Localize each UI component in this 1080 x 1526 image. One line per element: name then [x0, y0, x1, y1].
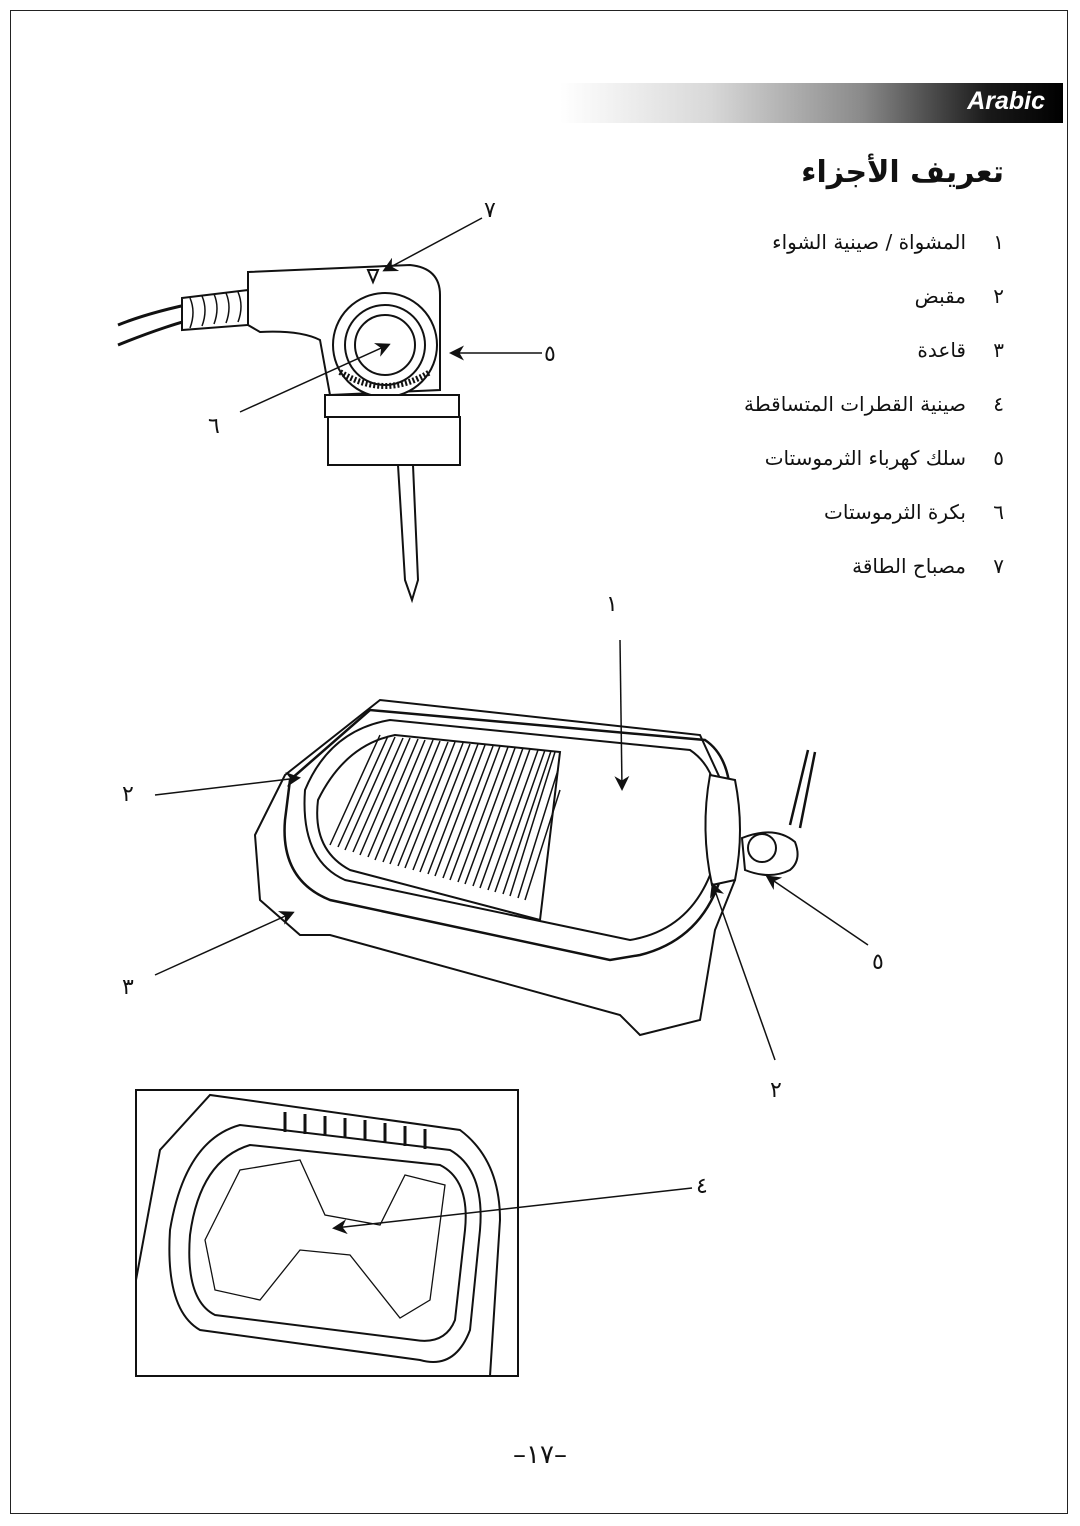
part-label: المشواة / صينية الشواء — [772, 230, 966, 254]
part-label: سلك كهرباء الثرموستات — [764, 446, 966, 470]
callout-label: ٤ — [696, 1174, 708, 1199]
page-number: –١٧– — [513, 1440, 567, 1470]
grill-drawing — [253, 698, 817, 1037]
part-label: بكرة الثرموستات — [824, 500, 966, 524]
part-label: قاعدة — [917, 338, 966, 362]
language-label: Arabic — [967, 87, 1045, 115]
parts-list-item: ٦ بكرة الثرموستات — [544, 485, 1004, 539]
part-number: ٤ — [993, 392, 1004, 416]
parts-list-item: ١ المشواة / صينية الشواء — [544, 215, 1004, 269]
thermostat-probe-drawing — [117, 263, 461, 604]
drip-tray-inset — [135, 1089, 519, 1377]
part-number: ٥ — [993, 446, 1004, 470]
parts-list-item: ٥ سلك كهرباء الثرموستات — [544, 431, 1004, 485]
parts-list-item: ٣ قاعدة — [544, 323, 1004, 377]
callout-line — [765, 875, 869, 946]
callout-label: ٥ — [872, 950, 884, 975]
parts-list-item: ٢ مقبض — [544, 269, 1004, 323]
callout-label: ٦ — [208, 414, 220, 439]
callout-line — [154, 771, 301, 796]
callout-label: ٢ — [770, 1078, 782, 1103]
page-border — [10, 10, 1068, 1514]
part-number: ١ — [993, 230, 1004, 254]
callout-line — [332, 1187, 693, 1235]
callout-label: ٧ — [484, 198, 496, 223]
callout-line — [709, 882, 776, 1061]
callout-line — [614, 639, 630, 791]
callout-label: ٣ — [122, 975, 134, 1000]
language-banner: Arabic — [560, 83, 1063, 123]
part-number: ٣ — [993, 338, 1004, 362]
section-title: تعريف الأجزاء — [801, 155, 1004, 190]
parts-list-item: ٧ مصباح الطاقة — [544, 539, 1004, 593]
part-number: ٢ — [993, 284, 1004, 308]
callout-label: ٢ — [122, 782, 134, 807]
callout-line — [382, 217, 483, 272]
part-number: ٦ — [993, 500, 1004, 524]
part-label: مصباح الطاقة — [852, 554, 966, 578]
callout-label: ٥ — [544, 342, 556, 367]
part-label: صينية القطرات المتساقطة — [744, 392, 966, 416]
callout-line — [154, 911, 295, 976]
parts-list: ١ المشواة / صينية الشواء ٢ مقبض ٣ قاعدة ٤ صي… — [544, 215, 1004, 593]
callout-label: ١ — [606, 592, 618, 617]
parts-list-item: ٤ صينية القطرات المتساقطة — [544, 377, 1004, 431]
callout-line — [239, 343, 391, 413]
part-label: مقبض — [914, 284, 966, 308]
part-number: ٧ — [993, 554, 1004, 578]
